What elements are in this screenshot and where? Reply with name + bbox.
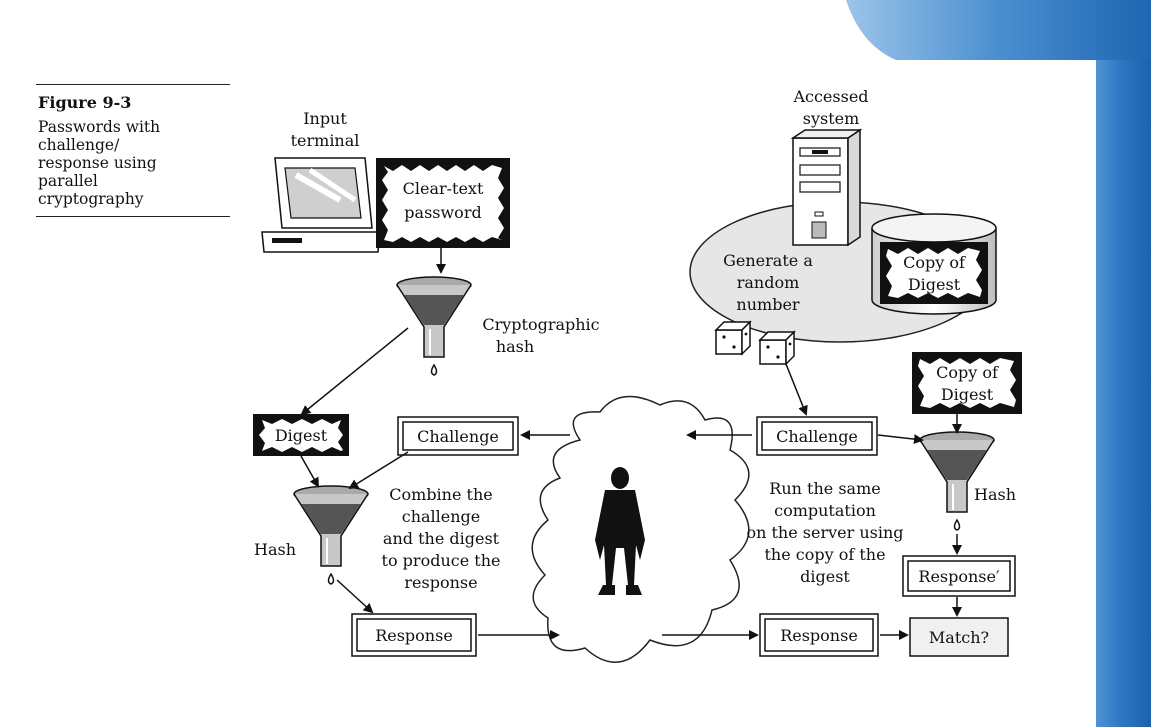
challenge-right-label: Challenge bbox=[776, 427, 858, 446]
hash-right-label: Hash bbox=[974, 485, 1016, 504]
challenge-left-box bbox=[397, 416, 519, 456]
copy-of-digest-db-line1: Copy of bbox=[903, 253, 966, 272]
match-label: Match? bbox=[929, 628, 989, 647]
combine-text-line5: response bbox=[404, 573, 477, 592]
crypto-hash-line2: hash bbox=[496, 337, 534, 356]
response-left-box bbox=[351, 613, 477, 657]
response-prime-label: Response′ bbox=[918, 567, 1000, 586]
accessed-system-line2: system bbox=[803, 109, 860, 128]
combine-text-line1: Combine the bbox=[389, 485, 492, 504]
challenge-response-diagram: Clear-text password Digest Copy of Diges… bbox=[253, 87, 1022, 663]
response-right-box bbox=[759, 613, 879, 657]
combine-text-line2: challenge bbox=[402, 507, 481, 526]
figure-caption: Figure 9-3 Passwords with challenge/ res… bbox=[36, 84, 230, 217]
flow-arrows bbox=[300, 248, 962, 640]
decorative-side-band bbox=[1096, 0, 1151, 727]
response-right-label: Response bbox=[780, 626, 858, 645]
copy-of-digest-right-line2: Digest bbox=[941, 385, 994, 404]
generate-random-line3: number bbox=[736, 295, 799, 314]
digest-label: Digest bbox=[275, 426, 328, 445]
copy-of-digest-db-burst bbox=[880, 242, 988, 304]
person-icon bbox=[595, 467, 645, 595]
funnel-icon bbox=[919, 431, 995, 531]
figure-label: Figure 9-3 bbox=[38, 93, 132, 112]
run-same-line2: computation bbox=[774, 501, 876, 520]
combine-text-line3: and the digest bbox=[383, 529, 500, 548]
accessed-system-line1: Accessed bbox=[792, 87, 868, 106]
funnel-icon bbox=[293, 485, 369, 585]
funnel-icon bbox=[396, 276, 472, 376]
clear-text-label-line1: Clear-text bbox=[403, 179, 484, 198]
server-icon bbox=[790, 128, 863, 247]
input-terminal-line1: Input bbox=[303, 109, 347, 128]
digest-burst bbox=[253, 414, 349, 456]
clear-text-label-line2: password bbox=[404, 203, 481, 222]
decorative-top-band bbox=[821, 0, 1151, 60]
response-prime-box bbox=[902, 555, 1016, 597]
clear-text-burst bbox=[376, 158, 510, 248]
generate-random-line1: Generate a bbox=[723, 251, 813, 270]
copy-of-digest-db-line2: Digest bbox=[908, 275, 961, 294]
combine-text-line4: to produce the bbox=[382, 551, 501, 570]
run-same-line4: the copy of the bbox=[764, 545, 885, 564]
response-left-label: Response bbox=[375, 626, 453, 645]
hash-left-label: Hash bbox=[254, 540, 296, 559]
challenge-left-label: Challenge bbox=[417, 427, 499, 446]
copy-of-digest-right-burst bbox=[912, 352, 1022, 414]
match-box bbox=[909, 617, 1009, 657]
generate-random-line2: random bbox=[737, 273, 800, 292]
run-same-line1: Run the same bbox=[769, 479, 880, 498]
input-terminal-line2: terminal bbox=[291, 131, 360, 150]
figure-description: Passwords with challenge/ response using… bbox=[38, 118, 161, 208]
run-same-line3: on the server using bbox=[746, 523, 903, 542]
crypto-hash-line1: Cryptographic bbox=[482, 315, 599, 334]
challenge-right-box bbox=[756, 416, 878, 456]
copy-of-digest-right-line1: Copy of bbox=[936, 363, 999, 382]
run-same-line5: digest bbox=[800, 567, 850, 586]
